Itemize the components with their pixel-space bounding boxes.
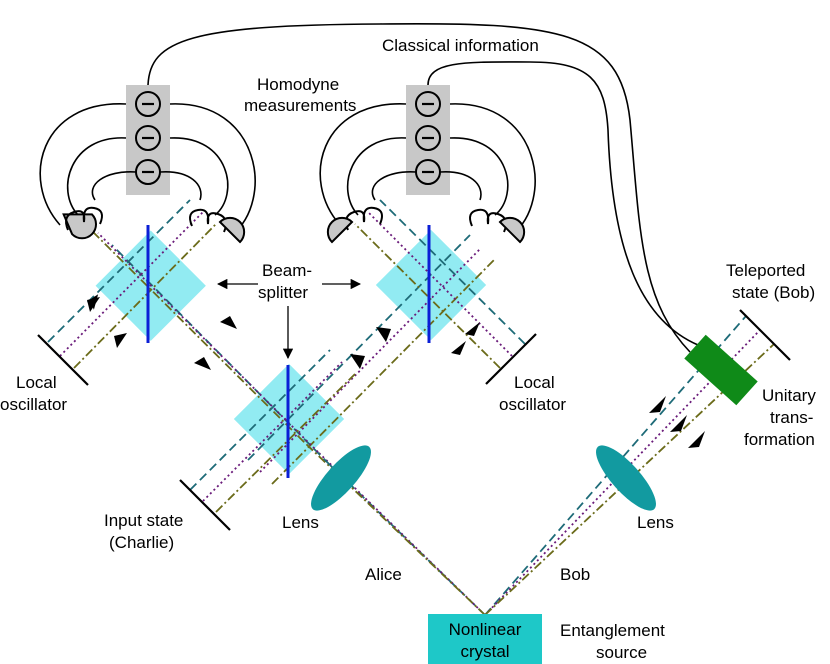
label-local-oscillator-right-line2: oscillator (499, 395, 566, 414)
photodetector-left-b (189, 208, 246, 244)
label-nonlinear-crystal-line2: crystal (460, 642, 509, 661)
label-bob: Bob (560, 565, 590, 584)
photodetector-right-b (469, 208, 526, 244)
label-unitary-line3: formation (744, 430, 815, 449)
label-entanglement-line1: Entanglement (560, 621, 665, 640)
detector-wires (39, 103, 536, 236)
label-beam-splitter-line2: splitter (258, 283, 308, 302)
label-teleported-state-line1: Teleported (726, 261, 805, 280)
label-homodyne-line2: measurements (244, 96, 356, 115)
label-unitary-line1: Unitary (762, 386, 816, 405)
mirrors (37, 309, 791, 531)
wire-right-detector-to-bob (427, 61, 699, 346)
detector-panel-right (406, 85, 450, 195)
label-lens-left: Lens (282, 513, 319, 532)
unitary-transformation-block (684, 334, 758, 406)
beam-alice-olive (303, 441, 486, 616)
label-lens-right: Lens (637, 513, 674, 532)
detector-panel-left (126, 85, 170, 195)
beam-splitter-callouts (216, 278, 362, 360)
mirror-teleported-state (739, 309, 791, 361)
label-homodyne-line1: Homodyne (257, 75, 339, 94)
label-input-state-line2: (Charlie) (109, 533, 174, 552)
lens-bob (596, 445, 656, 511)
label-local-oscillator-left-line1: Local (16, 373, 57, 392)
label-classical-information: Classical information (382, 36, 539, 55)
label-alice: Alice (365, 565, 402, 584)
mirror-local-oscillator-right (485, 333, 537, 385)
photodetector-right-a (326, 206, 383, 244)
label-local-oscillator-left-line2: oscillator (0, 395, 67, 414)
label-unitary-line2: trans- (770, 408, 813, 427)
photodetector-left-a (62, 206, 103, 240)
mirror-local-oscillator-left (37, 334, 89, 386)
nonlinear-crystal-block (428, 614, 542, 664)
lens-alice (311, 445, 371, 511)
classical-information-wires (147, 22, 699, 353)
beam-splitter-plates (146, 225, 431, 478)
label-input-state-line1: Input state (104, 511, 183, 530)
label-local-oscillator-right-line1: Local (514, 373, 555, 392)
wire-left-detector-to-bob (147, 22, 691, 353)
label-beam-splitter-line1: Beam- (262, 261, 312, 280)
label-nonlinear-crystal-line1: Nonlinear (449, 620, 522, 639)
label-teleported-state-line2: state (Bob) (732, 283, 815, 302)
mirror-input-state (179, 479, 231, 531)
beam-alice-purple (317, 451, 486, 616)
propagation-arrows (87, 294, 705, 448)
label-entanglement-line2: source (596, 643, 647, 662)
